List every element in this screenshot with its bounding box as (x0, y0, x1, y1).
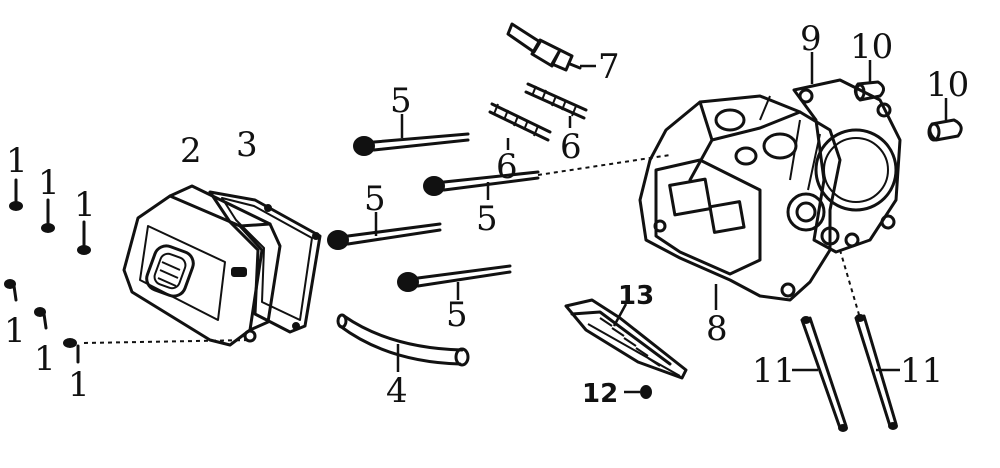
label-10a: 10 (850, 27, 893, 67)
bolt-1a (9, 178, 23, 211)
label-4: 4 (386, 371, 408, 411)
label-1c: 1 (74, 185, 96, 225)
label-11a: 11 (752, 351, 795, 391)
label-10b: 10 (926, 65, 969, 105)
label-6b: 6 (560, 127, 582, 167)
label-1e: 1 (34, 339, 56, 379)
part-5-head-bolt-mid (423, 154, 671, 200)
label-5d: 5 (446, 295, 468, 335)
label-1f: 1 (68, 365, 90, 405)
part-1-bolts (4, 178, 253, 364)
bolt-1d (4, 279, 18, 302)
part-7-spark-plug (506, 22, 596, 72)
part-10-dowel-pin-a (853, 60, 885, 102)
part-2-valve-cover (122, 184, 282, 347)
bolt-1c (77, 220, 91, 255)
part-10-dowel-pin-b (927, 98, 963, 142)
part-11-push-rod-a (792, 316, 848, 432)
label-2: 2 (180, 131, 202, 171)
part-6-stud-b (524, 82, 588, 128)
part-5-head-bolt-low (397, 264, 512, 300)
part-6-stud-a (488, 102, 552, 150)
label-3: 3 (236, 125, 258, 165)
part-3-gasket (208, 190, 322, 334)
label-6a: 6 (496, 147, 518, 187)
label-5b: 5 (364, 179, 386, 219)
bolt-1f (63, 338, 80, 364)
label-5c: 5 (476, 199, 498, 239)
part-4-breather-hose (336, 313, 470, 372)
part-11-push-rod-b (854, 314, 900, 430)
part-8-cylinder-head (638, 94, 842, 310)
label-12: 12 (582, 379, 618, 409)
part-12-screw (624, 385, 652, 399)
label-7: 7 (598, 47, 620, 87)
label-5a: 5 (390, 81, 412, 121)
label-13: 13 (618, 281, 654, 311)
part-13-deflector-plate (564, 298, 688, 380)
bolt-1b (41, 198, 55, 233)
label-1b: 1 (38, 163, 60, 203)
label-9: 9 (800, 19, 822, 59)
label-8: 8 (706, 309, 728, 349)
label-1d: 1 (4, 311, 26, 351)
label-1a: 1 (6, 141, 28, 181)
part-9-head-gasket (792, 52, 902, 319)
label-11b: 11 (900, 351, 943, 391)
part-5-head-bolt-left (327, 212, 442, 250)
callout-labels: 1 1 1 1 1 1 2 3 4 5 5 5 5 6 6 7 8 9 10 1… (4, 19, 969, 411)
bolt-1e (34, 307, 48, 330)
part-5-head-bolt-top (353, 114, 470, 156)
